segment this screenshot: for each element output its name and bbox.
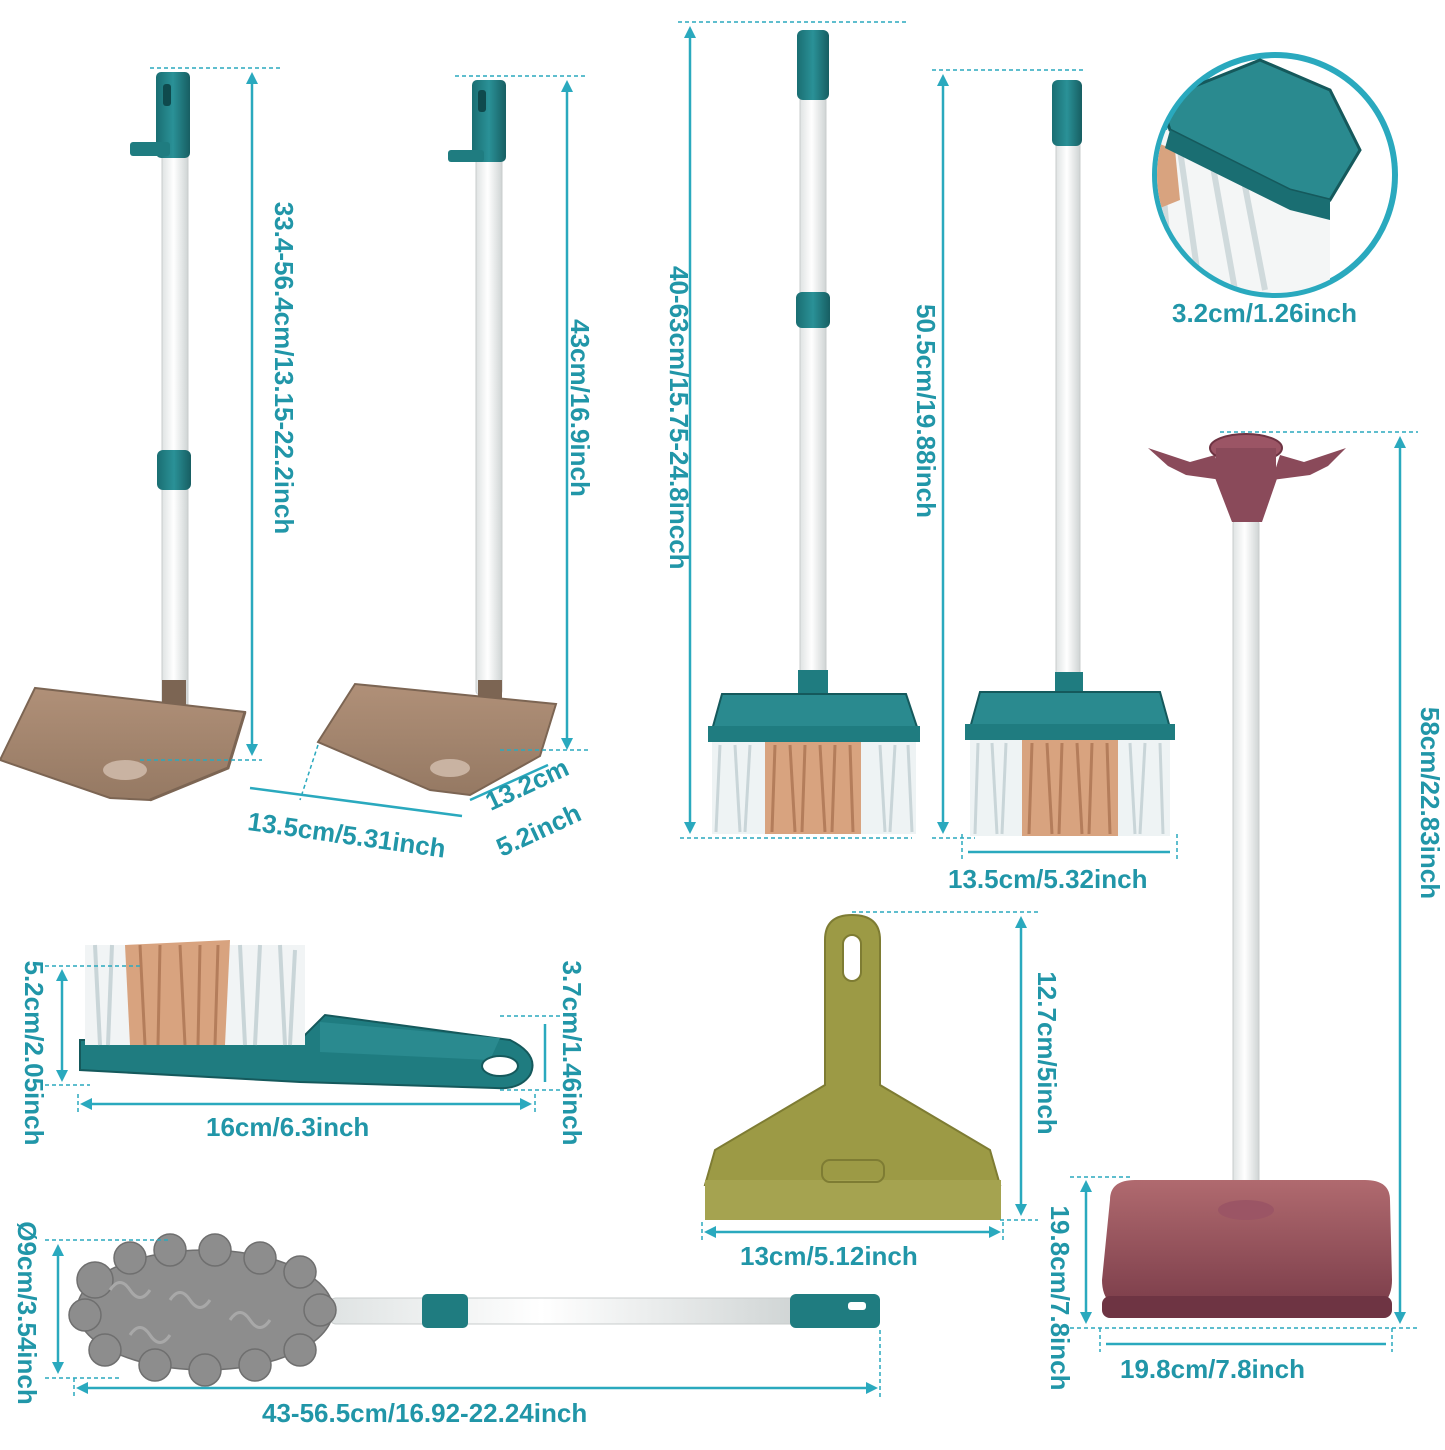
broom-width-label: 13.5cm/5.32inch bbox=[948, 864, 1148, 894]
broom-height-label: 50.5cm/19.88inch bbox=[911, 304, 941, 518]
stand-base-height-label: 19.8cm/7.8inch bbox=[1045, 1205, 1075, 1391]
closeup-width-label: 3.2cm/1.26inch bbox=[1172, 298, 1357, 328]
dustpan-standing bbox=[249, 75, 588, 818]
hand-brush bbox=[45, 940, 560, 1115]
stand-base-width-label: 19.8cm/7.8inch bbox=[1120, 1354, 1305, 1384]
scraper-height-label: 12.7cm/5inch bbox=[1032, 971, 1062, 1135]
broom bbox=[932, 69, 1178, 860]
brush-height-label: 5.2cm/2.05inch bbox=[19, 960, 49, 1146]
duster-length-label: 43-56.5cm/16.92-22.24inch bbox=[262, 1398, 588, 1428]
dustpan-large-height-label: 33.4-56.4cm/13.15-22.2inch bbox=[269, 201, 299, 535]
broom-head-closeup bbox=[1152, 52, 1398, 298]
brush-handle-height-label: 3.7cm/1.46inch bbox=[557, 960, 587, 1146]
stand-height-label: 58cm/22.83inch bbox=[1415, 706, 1445, 900]
scraper-width-label: 13cm/5.12inch bbox=[740, 1241, 918, 1271]
scraper bbox=[701, 911, 1038, 1240]
broom-telescopic bbox=[678, 21, 920, 839]
broom-telescopic-height-label: 40-63cm/15.75-24.8incch bbox=[664, 266, 694, 570]
microfiber-duster bbox=[45, 1233, 881, 1398]
storage-stand bbox=[1070, 431, 1418, 1352]
dustpan-standing-height-label: 43cm/16.9inch bbox=[565, 319, 595, 497]
brush-length-label: 16cm/6.3inch bbox=[206, 1112, 370, 1142]
duster-diameter-label: Ø9cm/3.54inch bbox=[12, 1221, 42, 1405]
dustpan-large bbox=[0, 67, 282, 802]
